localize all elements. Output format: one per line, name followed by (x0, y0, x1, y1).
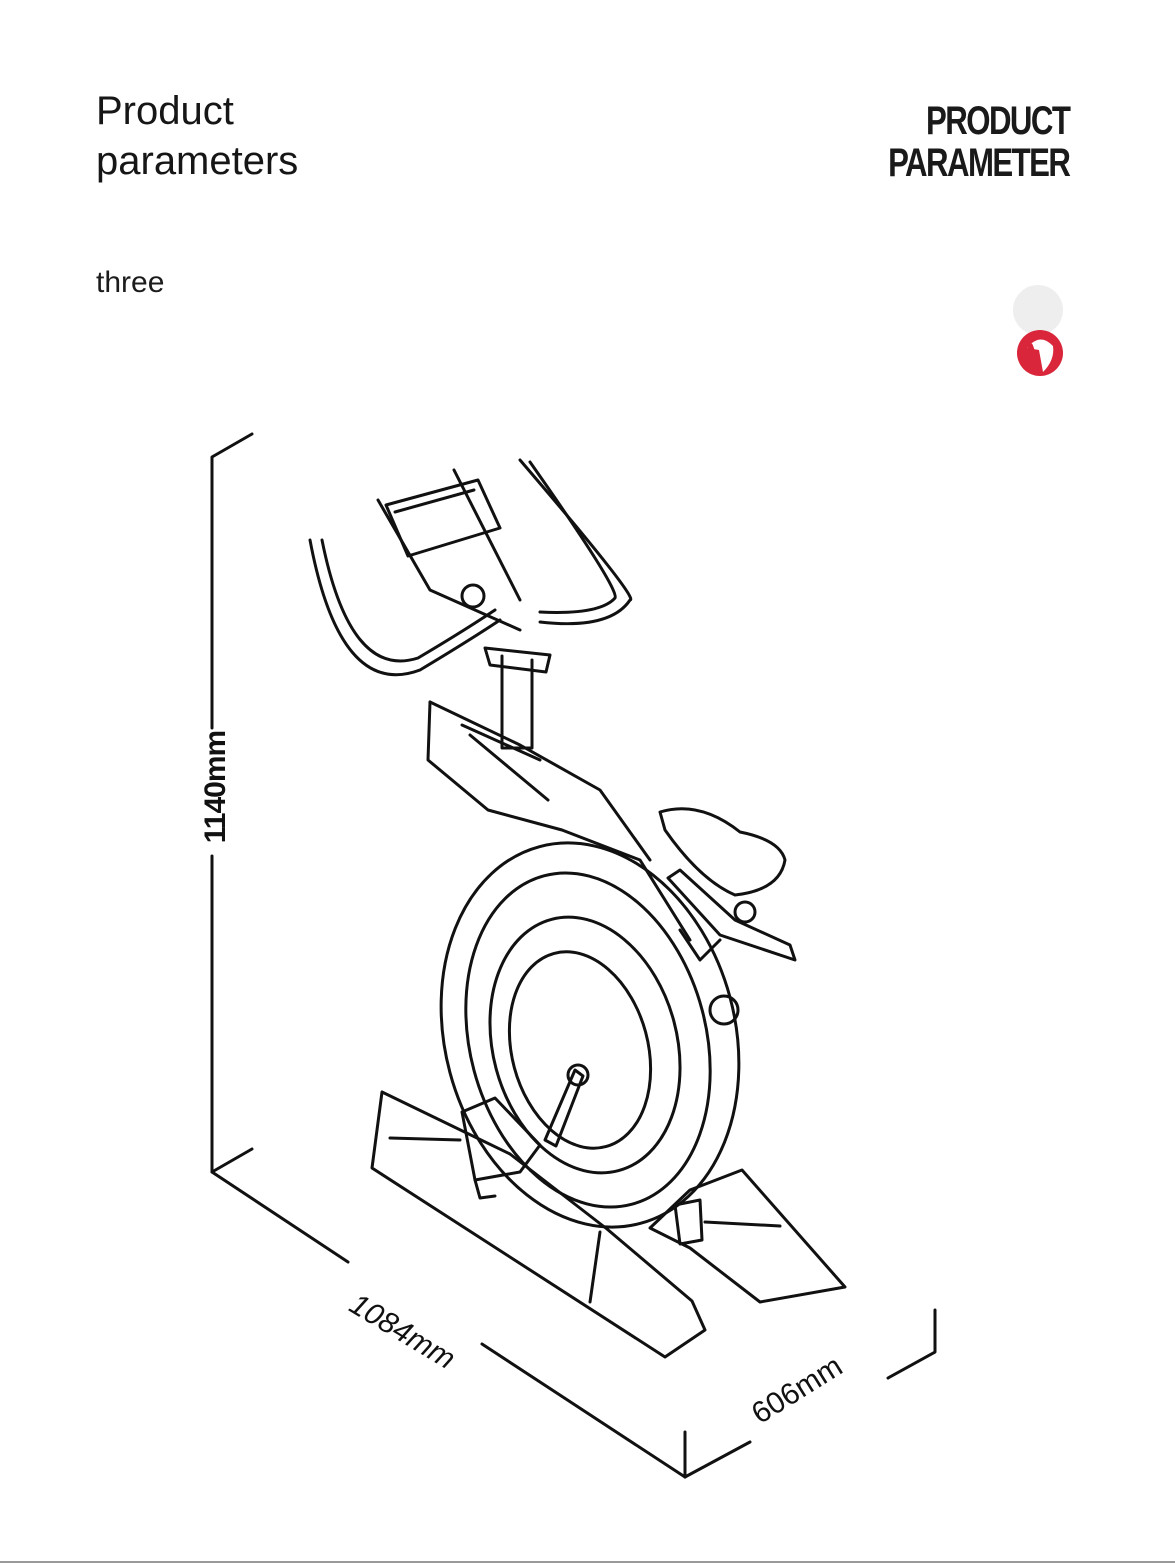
section-subtitle: three (96, 266, 165, 299)
height-dimension-label: 1140mm (199, 730, 233, 844)
page-title-english-line2: PARAMETER (887, 141, 1071, 185)
page-title-english: PRODUCT PARAMETER (887, 99, 1071, 185)
page-title: Product parameters (96, 86, 298, 186)
page-title-line1: Product (96, 89, 234, 133)
page-title-english-line1: PRODUCT (925, 99, 1071, 143)
page-title-line2: parameters (96, 139, 299, 183)
brand-logo-icon (1013, 285, 1063, 376)
bottom-divider (0, 1561, 1175, 1563)
